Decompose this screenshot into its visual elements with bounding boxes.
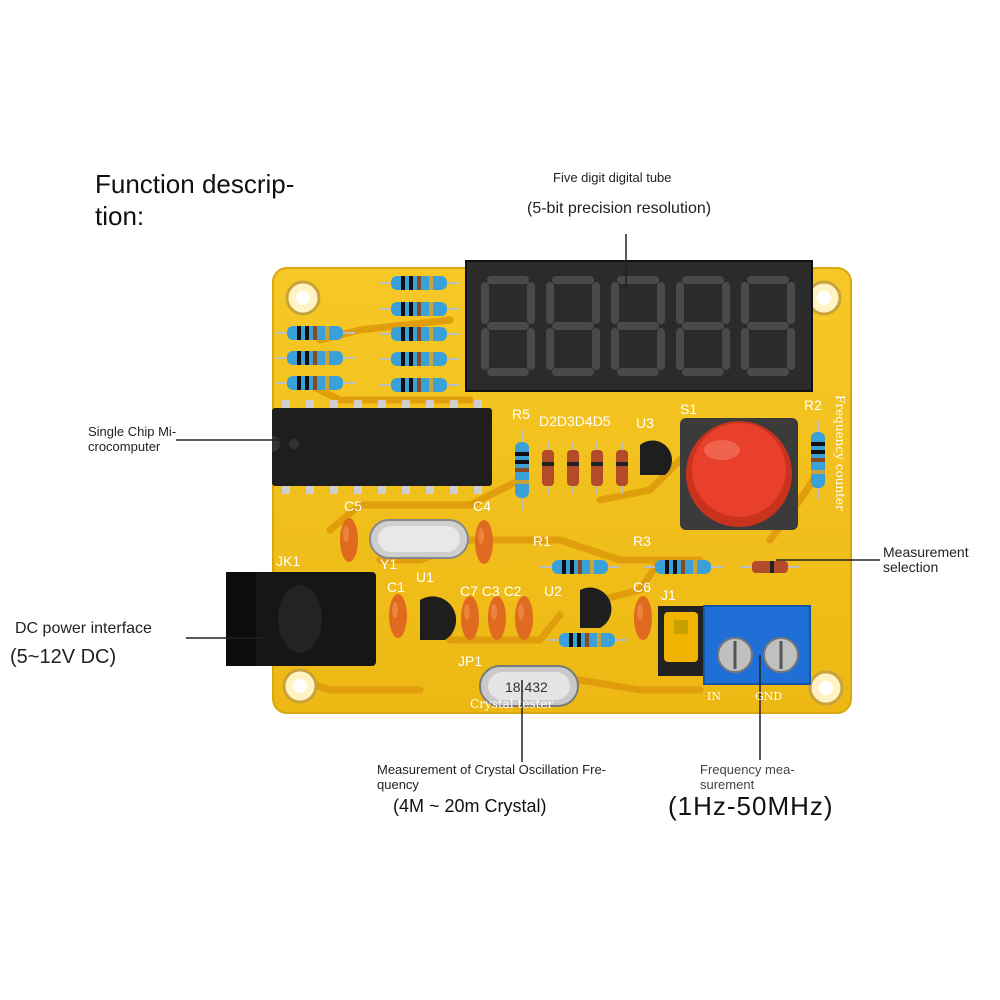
silk-r5: R5 bbox=[512, 406, 530, 422]
transistor-u3 bbox=[640, 440, 673, 475]
frequency-label-line-1: Frequency mea- bbox=[700, 762, 795, 777]
silk-j1: J1 bbox=[661, 587, 676, 603]
silk-s1: S1 bbox=[680, 401, 697, 417]
crystal-label: Measurement of Crystal Oscillation Fre- … bbox=[377, 762, 606, 792]
crystal-label-line-2: quency bbox=[377, 777, 419, 792]
silk-c6: C6 bbox=[633, 579, 651, 595]
silk-u2: U2 bbox=[544, 583, 562, 599]
dc-label: DC power interface bbox=[15, 620, 152, 637]
crystal-marking: 18.432 bbox=[505, 679, 548, 695]
frequency-label: Frequency mea- surement bbox=[700, 762, 795, 792]
silk-jk1: JK1 bbox=[276, 553, 300, 569]
crystal-label-line-1: Measurement of Crystal Oscillation Fre- bbox=[377, 762, 607, 777]
mounting-holes bbox=[282, 280, 844, 706]
selection-label-line-2: selection bbox=[883, 559, 939, 575]
mcu-chip bbox=[272, 400, 492, 494]
mcu-label: Single Chip Mi- crocomputer bbox=[88, 424, 176, 454]
crystal-y1 bbox=[369, 519, 469, 559]
diode-select bbox=[740, 561, 800, 573]
frequency-range-label: (1Hz-50MHz) bbox=[668, 791, 834, 821]
transistor-u1 bbox=[420, 596, 457, 640]
silk-c4: C4 bbox=[473, 498, 491, 514]
silk-r2: R2 bbox=[804, 397, 822, 413]
seven-segment-display bbox=[465, 260, 813, 392]
silk-u1: U1 bbox=[416, 569, 434, 585]
silk-c1: C1 bbox=[387, 579, 405, 595]
heading-line-1: Function descrip- bbox=[95, 169, 295, 199]
silk-gnd: GND bbox=[755, 690, 782, 703]
selection-label: Measurement selection bbox=[883, 545, 969, 575]
transistor-u2 bbox=[580, 587, 612, 628]
heading-line-2: tion: bbox=[95, 201, 145, 231]
silk-bottom: Crystal tester bbox=[470, 697, 553, 711]
silk-c7c3c2: C7 C3 C2 bbox=[460, 583, 522, 599]
page-heading: Function descrip- tion: bbox=[95, 168, 294, 232]
silkscreen-labels: R5 D2D3D4D5 U3 S1 R2 C5 C4 Y1 JK1 C1 U1 … bbox=[276, 395, 847, 711]
mcu-label-line-1: Single Chip Mi- bbox=[88, 424, 177, 439]
button-s1 bbox=[680, 418, 798, 530]
silk-r1: R1 bbox=[533, 533, 551, 549]
display-title-label: Five digit digital tube bbox=[553, 170, 672, 185]
jumper-j1 bbox=[658, 606, 704, 676]
silk-in: IN bbox=[707, 690, 721, 703]
silk-c5: C5 bbox=[344, 498, 362, 514]
dc-jack bbox=[226, 572, 376, 666]
silk-r3: R3 bbox=[633, 533, 651, 549]
selection-label-line-1: Measurement bbox=[883, 544, 969, 560]
terminal-block bbox=[703, 605, 811, 685]
mcu-label-line-2: crocomputer bbox=[88, 439, 161, 454]
display-sub-label: (5-bit precision resolution) bbox=[527, 200, 712, 217]
silk-diodes: D2D3D4D5 bbox=[539, 413, 611, 429]
silk-u3: U3 bbox=[636, 415, 654, 431]
dc-range-label: (5~12V DC) bbox=[10, 646, 117, 668]
silk-jp1: JP1 bbox=[458, 653, 482, 669]
crystal-range-label: (4M ~ 20m Crystal) bbox=[393, 796, 547, 816]
silk-side: Frequency counter bbox=[833, 395, 847, 511]
frequency-label-line-2: surement bbox=[700, 777, 755, 792]
silk-y1: Y1 bbox=[380, 556, 397, 572]
crystal-jp1 bbox=[479, 665, 579, 707]
